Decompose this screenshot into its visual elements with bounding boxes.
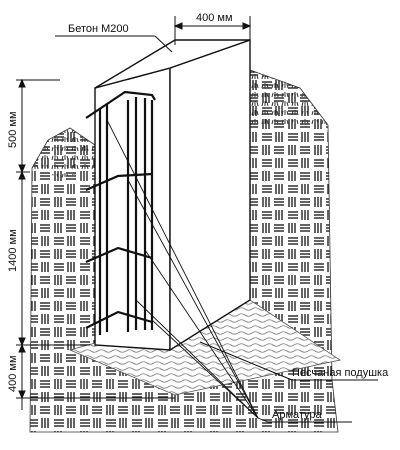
rebar-label: Арматура (272, 409, 323, 421)
concrete-label: Бетон М200 (68, 23, 129, 35)
sand-cushion-label: Песчаная подушка (292, 367, 389, 379)
width-label: 400 мм (196, 12, 233, 24)
sand-leader (199, 341, 378, 381)
rebar-leaders (106, 119, 352, 423)
depth-middle-label: 1400 мм (7, 229, 19, 272)
rebar-cage (85, 90, 156, 335)
depth-top-label: 500 мм (7, 111, 19, 148)
concrete-pillar (94, 39, 251, 352)
topsoil-layer (32, 70, 328, 178)
concrete-leader (55, 35, 173, 53)
depth-dimension (16, 78, 175, 410)
width-dimension (173, 16, 252, 40)
depth-bottom-label: 400 мм (7, 355, 19, 392)
sand-cushion (68, 299, 342, 396)
